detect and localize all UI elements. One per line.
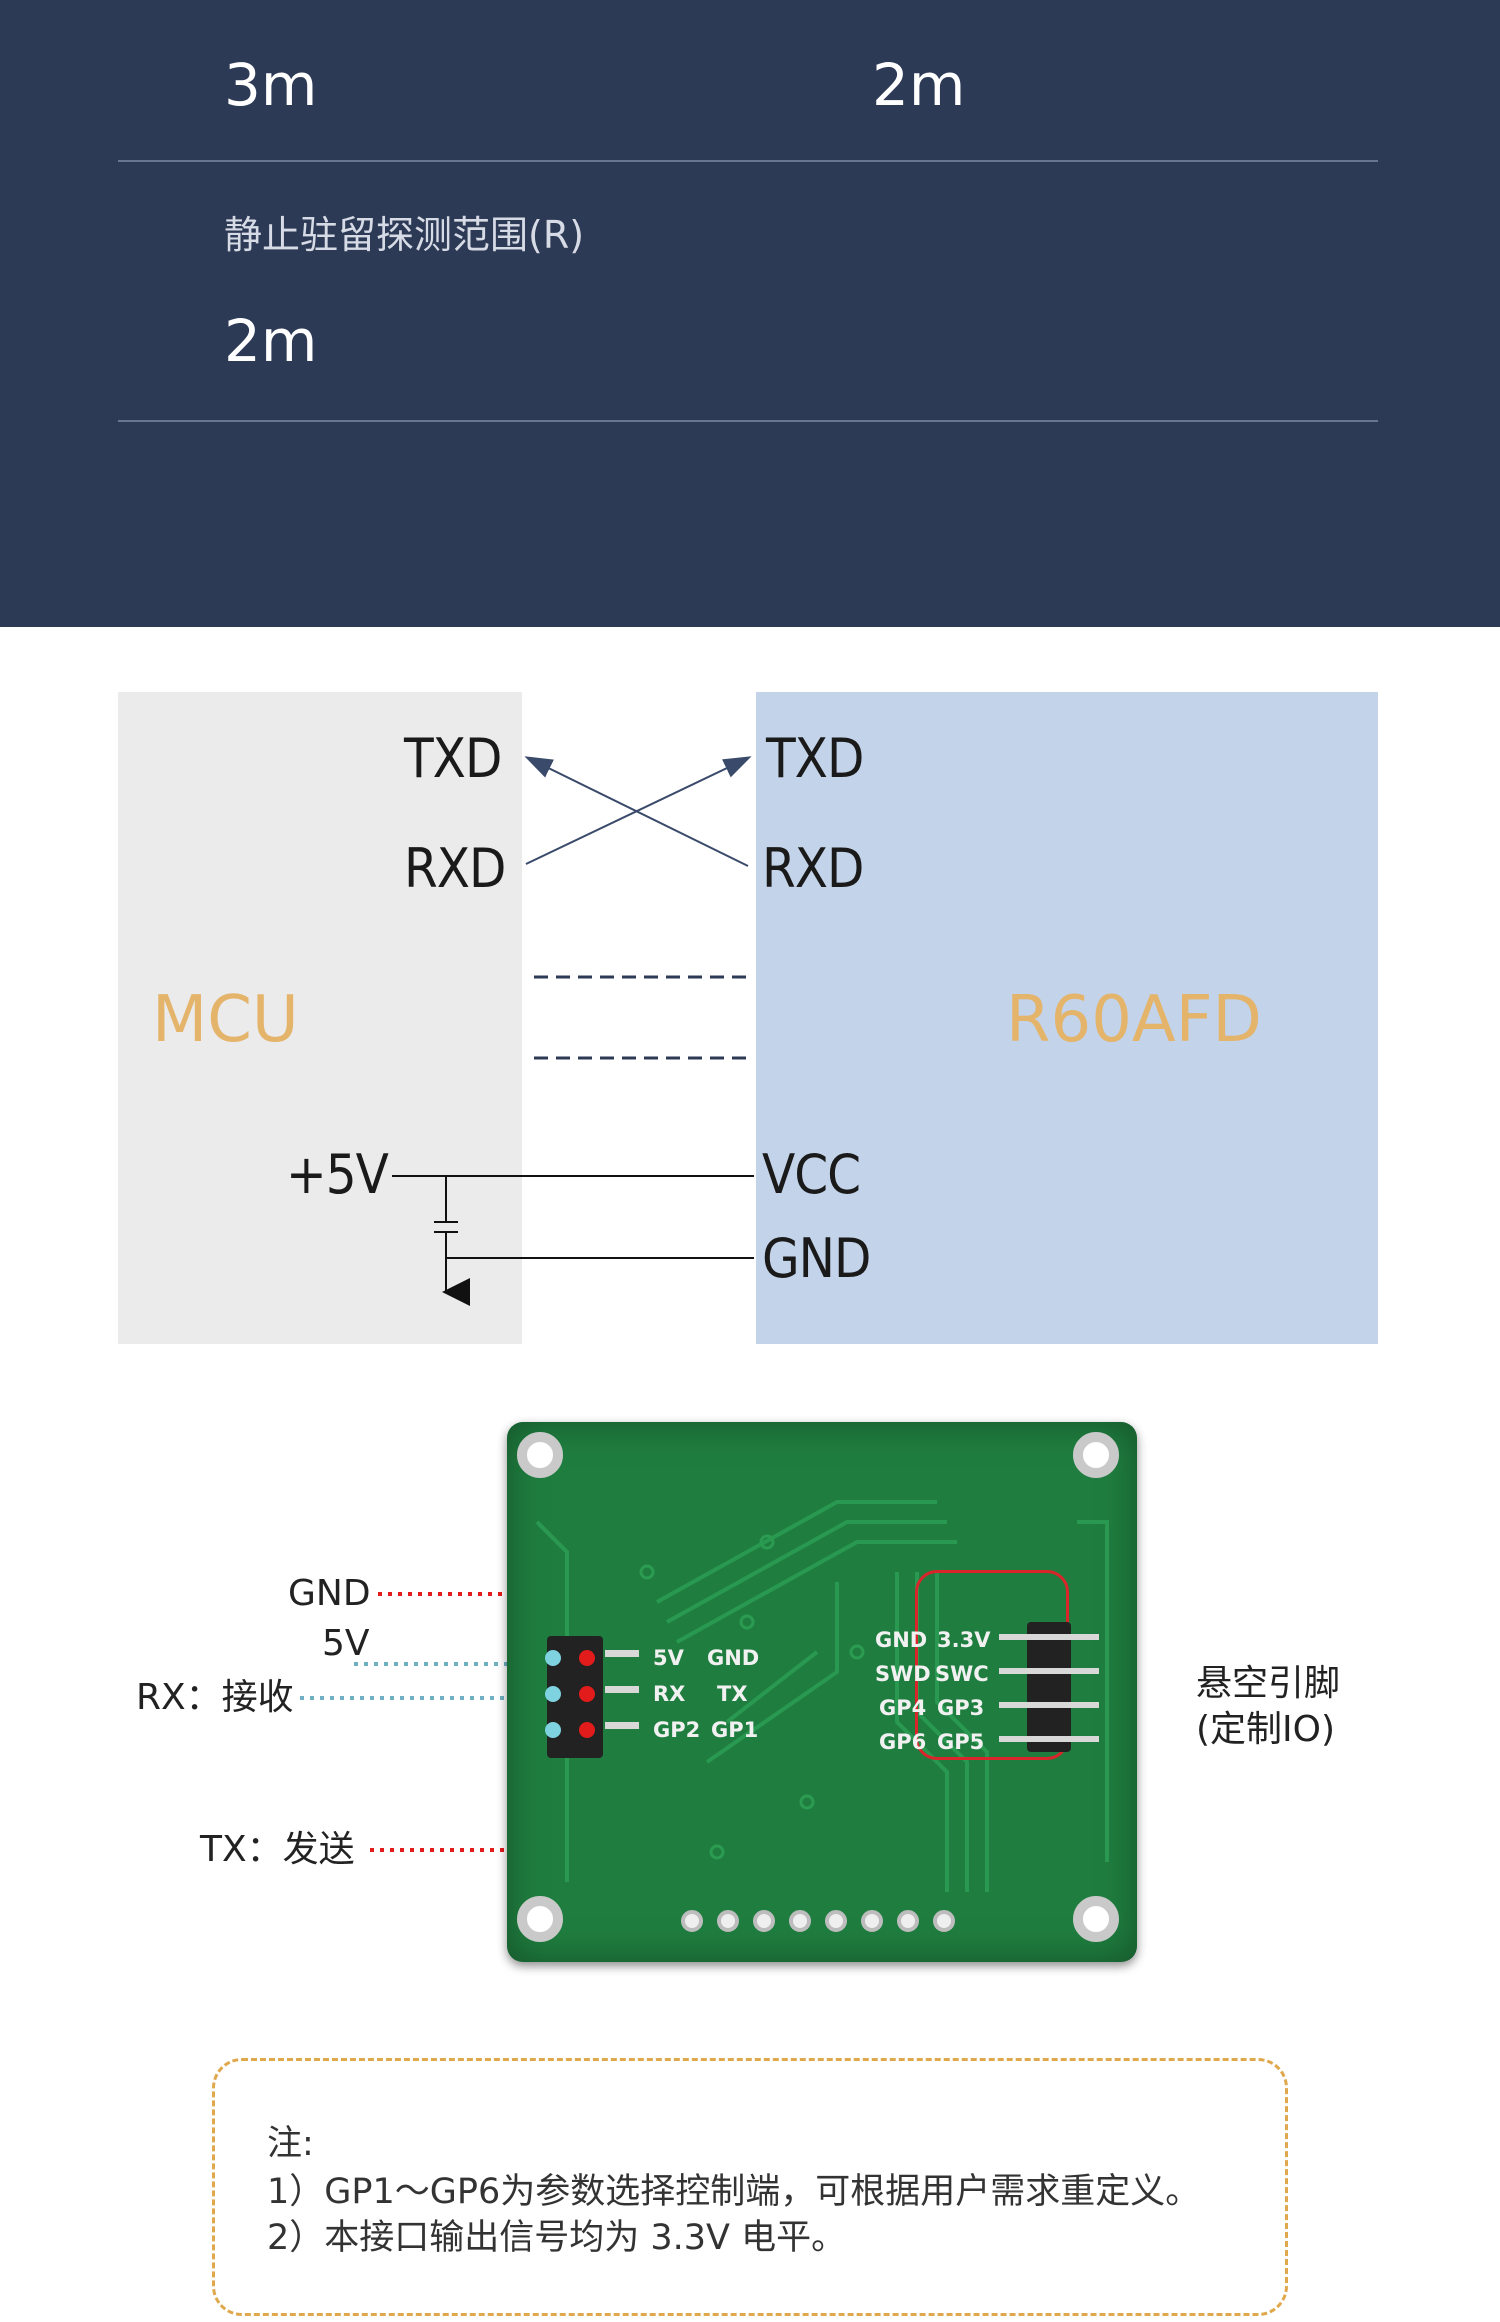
spec-panel: 3m 2m 静止驻留探测范围(R) 2m: [0, 0, 1500, 627]
annotation-rx: RX：接收: [136, 1677, 294, 1718]
pin-rx-dot: [545, 1686, 561, 1702]
right-pin-header: [1027, 1622, 1071, 1752]
rx-to-tx-line: [525, 756, 752, 865]
spec-value-static-range: 2m: [224, 307, 318, 375]
silk-rx: RX: [653, 1682, 686, 1706]
tx-to-rx-line: [524, 756, 749, 867]
bottom-pad: [717, 1910, 739, 1932]
mounting-hole: [1073, 1432, 1119, 1478]
annotation-5v: 5V: [322, 1623, 370, 1664]
silk-swd: SWD: [875, 1662, 931, 1686]
module-label: R60AFD: [1006, 983, 1262, 1057]
silk-gnd: GND: [707, 1646, 760, 1670]
pin-gnd-dot: [579, 1650, 595, 1666]
module-pin-rxd: RXD: [762, 837, 864, 900]
silk-gp5: GP5: [937, 1730, 985, 1754]
mcu-box: [118, 692, 522, 1344]
divider: [118, 160, 1378, 162]
silk-gp3: GP3: [937, 1696, 985, 1720]
pin-5v-dot: [545, 1650, 561, 1666]
mcu-pin-rxd: RXD: [404, 837, 506, 900]
note-line-2: 2）本接口输出信号均为 3.3V 电平。: [267, 2218, 847, 2258]
mcu-pin-5v: +5V: [286, 1143, 389, 1206]
bottom-pad: [897, 1910, 919, 1932]
bottom-pad: [681, 1910, 703, 1932]
module-pin-gnd: GND: [762, 1227, 871, 1290]
silk-gp1: GP1: [711, 1718, 759, 1742]
mounting-hole: [1073, 1896, 1119, 1942]
silk-3v3: 3.3V: [937, 1628, 991, 1652]
mounting-hole: [517, 1896, 563, 1942]
spec-value-row1-right: 2m: [872, 51, 966, 119]
silk-gnd-r: GND: [875, 1628, 928, 1652]
pin-tx-dot: [579, 1686, 595, 1702]
module-box: [756, 692, 1378, 1344]
bottom-pad: [861, 1910, 883, 1932]
bottom-pad: [753, 1910, 775, 1932]
silk-gp2: GP2: [653, 1718, 701, 1742]
silk-swc: SWC: [935, 1662, 989, 1686]
pin-gp2-dot: [545, 1722, 561, 1738]
pcb-traces: [535, 1500, 1109, 1892]
spec-value-row1-left: 3m: [224, 51, 318, 119]
annotation-custom-io: (定制IO): [1196, 1709, 1336, 1750]
silk-gp4: GP4: [879, 1696, 927, 1720]
silk-tx: TX: [717, 1682, 748, 1706]
divider: [118, 420, 1378, 422]
bottom-pad: [933, 1910, 955, 1932]
note-title: 注:: [267, 2124, 314, 2164]
mcu-pin-txd: TXD: [404, 727, 502, 790]
module-pin-vcc: VCC: [762, 1143, 861, 1206]
spec-label-static-range: 静止驻留探测范围(R): [224, 213, 585, 257]
pcb-board: 5V GND RX TX GP2 GP1 GND 3.3V SWD SWC GP…: [507, 1422, 1137, 1962]
pin-gp1-dot: [579, 1722, 595, 1738]
bottom-pad: [825, 1910, 847, 1932]
silk-gp6: GP6: [879, 1730, 927, 1754]
module-pin-txd: TXD: [766, 727, 864, 790]
mounting-hole: [517, 1432, 563, 1478]
annotation-floating-pins: 悬空引脚: [1196, 1663, 1341, 1704]
mcu-label: MCU: [152, 983, 299, 1057]
bottom-pad: [789, 1910, 811, 1932]
annotation-tx: TX：发送: [200, 1829, 355, 1870]
note-line-1: 1）GP1～GP6为参数选择控制端，可根据用户需求重定义。: [267, 2172, 1201, 2212]
annotation-gnd: GND: [288, 1573, 371, 1614]
note-box: 注: 1）GP1～GP6为参数选择控制端，可根据用户需求重定义。 2）本接口输出…: [212, 2058, 1288, 2316]
silk-5v: 5V: [653, 1646, 684, 1670]
